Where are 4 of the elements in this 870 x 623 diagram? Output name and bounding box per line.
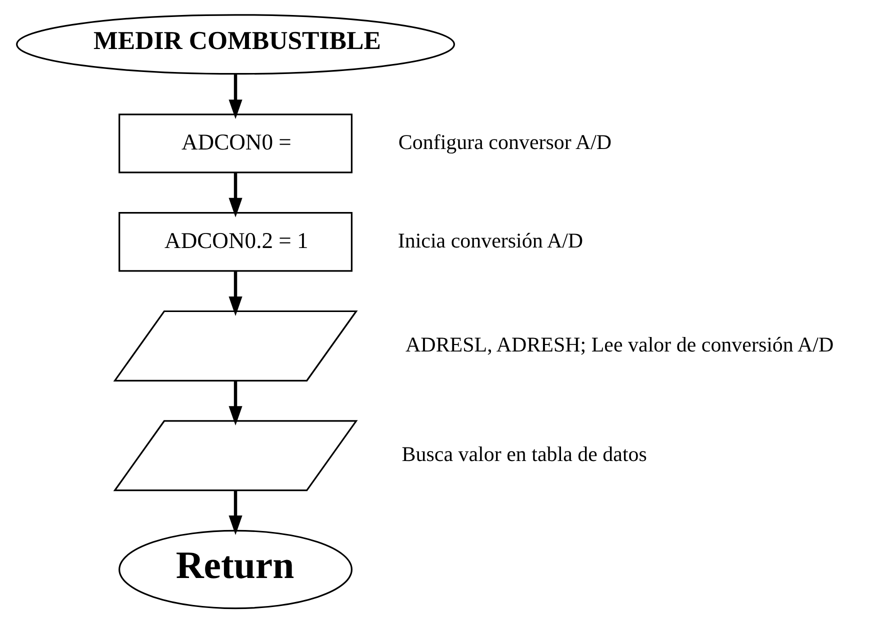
node-label: Configura conversor A/D — [398, 130, 612, 154]
node-label: ADRESL, ADRESH; Lee valor de conversión A/D — [406, 332, 834, 356]
node-label: Inicia conversión A/D — [398, 228, 584, 252]
node-label: Busca valor en tabla de datos — [402, 442, 647, 466]
